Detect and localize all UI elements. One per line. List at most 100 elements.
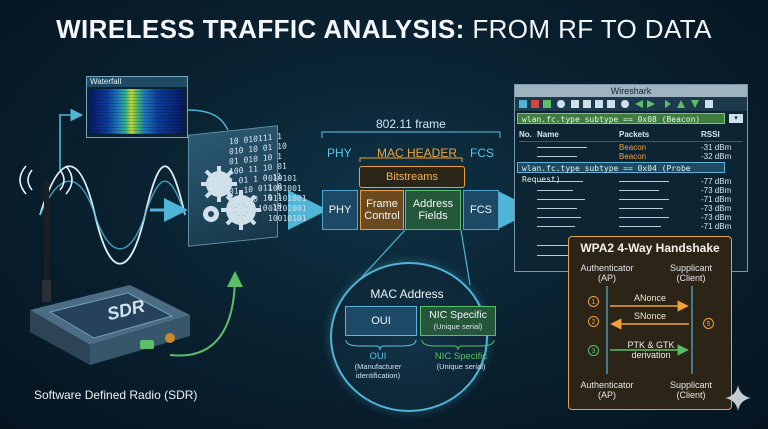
anonce-label: ANonce bbox=[633, 293, 667, 303]
display-filter-beacon[interactable]: wlan.fc.type_subtype == 0x08 (Beacon) bbox=[517, 113, 725, 124]
probe-row-6-name bbox=[537, 226, 575, 227]
beacon-row-1-name bbox=[537, 147, 587, 148]
probe-row-4-packet bbox=[619, 208, 663, 209]
field-fcs: FCS bbox=[463, 190, 499, 230]
probe-row-6-packet bbox=[619, 226, 661, 227]
col-name: Name bbox=[537, 130, 559, 139]
col-rssi: RSSI bbox=[701, 130, 720, 139]
title-bold: WIRELESS TRAFFIC ANALYSIS: bbox=[56, 14, 465, 44]
probe-row-5-packet bbox=[619, 217, 669, 218]
sdr-box-icon bbox=[30, 285, 190, 365]
icon-close bbox=[595, 100, 603, 108]
oui-caption-title: OUI bbox=[369, 351, 387, 362]
icon-find bbox=[621, 100, 629, 108]
step-2-marker: 2 bbox=[588, 316, 599, 327]
header-rule bbox=[519, 141, 743, 142]
probe-row-3-packet bbox=[619, 199, 669, 200]
handshake-lines bbox=[606, 286, 693, 374]
bitstreams-label: Bitstreams bbox=[359, 166, 465, 188]
probe-rssi-2[interactable]: -73 dBm bbox=[701, 186, 732, 195]
display-filter-probe[interactable]: wlan.fc.type_subtype == 0x04 (Probe Requ… bbox=[517, 162, 725, 184]
mac-nic-box: NIC Specific(Unique serial) bbox=[420, 306, 496, 336]
step-5-marker: 5 bbox=[703, 318, 714, 329]
supplicant-top: Supplicant (Client) bbox=[669, 263, 713, 283]
icon-forward bbox=[647, 100, 655, 108]
probe-rssi-1[interactable]: -77 dBm bbox=[701, 177, 732, 186]
beacon-row-1-rssi[interactable]: -31 dBm bbox=[701, 143, 732, 152]
wireshark-title: Wireshark bbox=[515, 85, 747, 97]
mac-nic-title: NIC Specific bbox=[429, 309, 487, 321]
frame-label-phy: PHY bbox=[327, 146, 352, 160]
waterfall-panel: Waterfall bbox=[86, 76, 188, 138]
probe-rssi-3[interactable]: -71 dBm bbox=[701, 195, 732, 204]
stream-row: 010101 bbox=[268, 174, 297, 183]
waterfall-curve bbox=[187, 109, 229, 131]
icon-open bbox=[571, 100, 579, 108]
mac-braces bbox=[345, 339, 495, 351]
waterfall-spectrum bbox=[90, 89, 184, 134]
probe-row-3-name bbox=[537, 199, 585, 200]
icon-restart bbox=[543, 100, 551, 108]
mac-title: MAC Address bbox=[370, 287, 444, 301]
frame-title: 802.11 frame bbox=[376, 117, 446, 131]
stream-row: 01101001 bbox=[268, 194, 307, 203]
filter-apply-button[interactable]: ▾ bbox=[729, 114, 743, 123]
waterfall-scanlines bbox=[90, 89, 184, 134]
rf-wave-glow bbox=[39, 180, 186, 250]
probe-rssi-6[interactable]: -71 dBm bbox=[701, 222, 732, 231]
frame-bracket bbox=[321, 131, 501, 138]
col-packets: Packets bbox=[619, 130, 650, 139]
icon-stop bbox=[531, 100, 539, 108]
sdr-caption: Software Defined Radio (SDR) bbox=[34, 388, 198, 402]
beacon-row-2-rssi[interactable]: -32 dBm bbox=[701, 152, 732, 161]
stream-row: 10010101 bbox=[268, 214, 307, 223]
wireshark-toolbar bbox=[515, 97, 747, 111]
nic-caption-title: NIC Specific bbox=[434, 351, 488, 362]
step-1-marker: 1 bbox=[588, 296, 599, 307]
sdr-feedback-arrow bbox=[169, 271, 243, 357]
filter-beacon-text: wlan.fc.type_subtype == 0x08 (Beacon) bbox=[522, 115, 701, 124]
authenticator-top: Authenticator (AP) bbox=[580, 263, 634, 283]
icon-colorize bbox=[705, 100, 713, 108]
mac-nic-sub: (Unique serial) bbox=[433, 322, 483, 331]
oui-caption: OUI (Manufacturer identification) bbox=[340, 351, 416, 381]
frame-label-mac: MAC HEADER bbox=[377, 146, 458, 160]
icon-back bbox=[635, 100, 643, 108]
frame-label-fcs: FCS bbox=[470, 146, 494, 160]
title-rest: FROM RF TO DATA bbox=[464, 14, 712, 44]
beacon-row-1-packet[interactable]: Beacon bbox=[619, 143, 647, 152]
icon-reload bbox=[607, 100, 615, 108]
probe-rssi-4[interactable]: -73 dBm bbox=[701, 204, 732, 213]
supplicant-bottom: Supplicant (Client) bbox=[669, 380, 713, 400]
oui-caption-sub: (Manufacturer identification) bbox=[354, 362, 402, 380]
page-title: WIRELESS TRAFFIC ANALYSIS: FROM RF TO DA… bbox=[0, 14, 768, 45]
toolbar-icons bbox=[519, 100, 713, 108]
probe-row-1-packet bbox=[619, 181, 669, 182]
icon-save bbox=[583, 100, 591, 108]
field-frame-control: Frame Control bbox=[360, 190, 404, 230]
icon-options bbox=[557, 100, 565, 108]
sparkle-icon bbox=[725, 385, 751, 411]
sdr-device bbox=[19, 165, 190, 365]
probe-row-5-name bbox=[537, 217, 581, 218]
probe-row-2-name bbox=[537, 190, 573, 191]
waterfall-title: Waterfall bbox=[87, 77, 187, 87]
mac-oui-box: OUI bbox=[345, 306, 417, 336]
icon-first bbox=[677, 100, 685, 108]
icon-shark-fin bbox=[519, 100, 527, 108]
waterfall-arrow bbox=[59, 108, 84, 170]
probe-row-4-name bbox=[537, 208, 577, 209]
snonce-label: SNonce bbox=[633, 311, 667, 321]
beacon-row-2-packet[interactable]: Beacon bbox=[619, 152, 647, 161]
probe-rssi-5[interactable]: -73 dBm bbox=[701, 213, 732, 222]
mac-address-zoom bbox=[330, 262, 488, 412]
col-no: No. bbox=[519, 130, 532, 139]
antenna-icon bbox=[19, 165, 73, 302]
zoom-line-right bbox=[460, 229, 471, 286]
rf-wave bbox=[39, 165, 186, 265]
filter-probe-text: wlan.fc.type_subtype == 0x04 (Probe Requ… bbox=[522, 164, 691, 184]
derivation-label: PTK & GTK derivation bbox=[627, 340, 675, 360]
stream-row: 1001001 bbox=[268, 184, 302, 193]
